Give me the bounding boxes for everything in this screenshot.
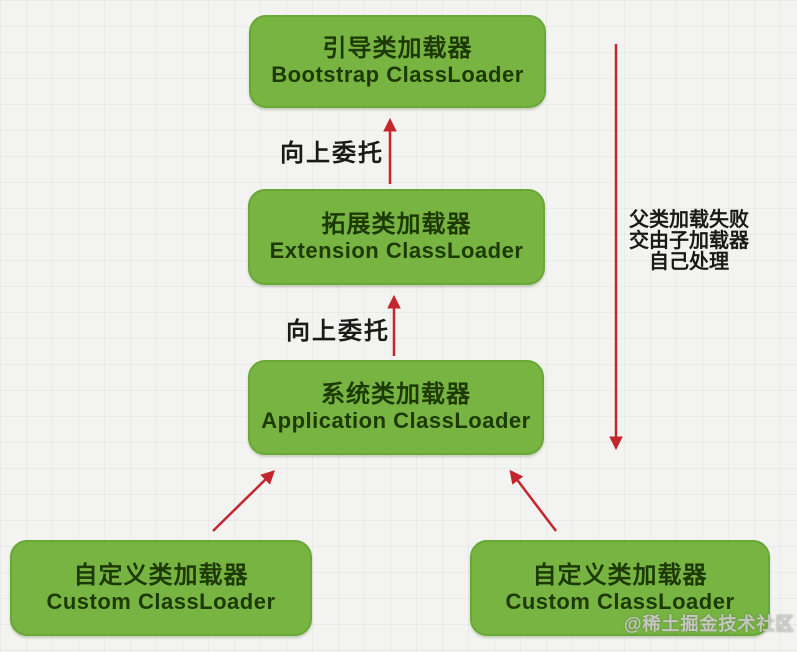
parent-fail-note: 父类加载失败 交由子加载器 自己处理 xyxy=(618,210,760,273)
node-title-en: Extension ClassLoader xyxy=(269,237,524,263)
delegate-up-label-bottom: 向上委托 xyxy=(286,318,390,345)
node-custom-classloader-right: 自定义类加载器 Custom ClassLoader xyxy=(470,540,770,636)
node-title-zh: 自定义类加载器 xyxy=(73,561,249,589)
arrow-custom-right-to-application xyxy=(509,469,557,532)
node-title-zh: 引导类加载器 xyxy=(322,35,473,62)
watermark: @稀土掘金技术社区 xyxy=(624,614,795,634)
parent-fail-note-line-1: 父类加载失败 xyxy=(629,209,749,231)
node-title-zh: 系统类加载器 xyxy=(321,381,471,408)
delegate-up-label-top: 向上委托 xyxy=(280,140,384,167)
node-title-zh: 拓展类加载器 xyxy=(321,210,472,238)
node-title-en: Custom ClassLoader xyxy=(46,588,276,614)
node-custom-classloader-left: 自定义类加载器 Custom ClassLoader xyxy=(10,540,312,636)
arrow-custom-left-to-application xyxy=(212,470,275,532)
node-title-en: Application ClassLoader xyxy=(261,408,531,433)
node-extension-classloader: 拓展类加载器 Extension ClassLoader xyxy=(248,189,545,285)
node-title-zh: 自定义类加载器 xyxy=(532,561,708,589)
parent-fail-note-line-3: 自己处理 xyxy=(649,251,729,273)
node-title-en: Custom ClassLoader xyxy=(505,588,735,614)
node-title-en: Bootstrap ClassLoader xyxy=(271,62,524,87)
node-bootstrap-classloader: 引导类加载器 Bootstrap ClassLoader xyxy=(249,15,546,108)
node-application-classloader: 系统类加载器 Application ClassLoader xyxy=(248,360,544,455)
parent-fail-note-line-2: 交由子加载器 xyxy=(629,230,749,252)
